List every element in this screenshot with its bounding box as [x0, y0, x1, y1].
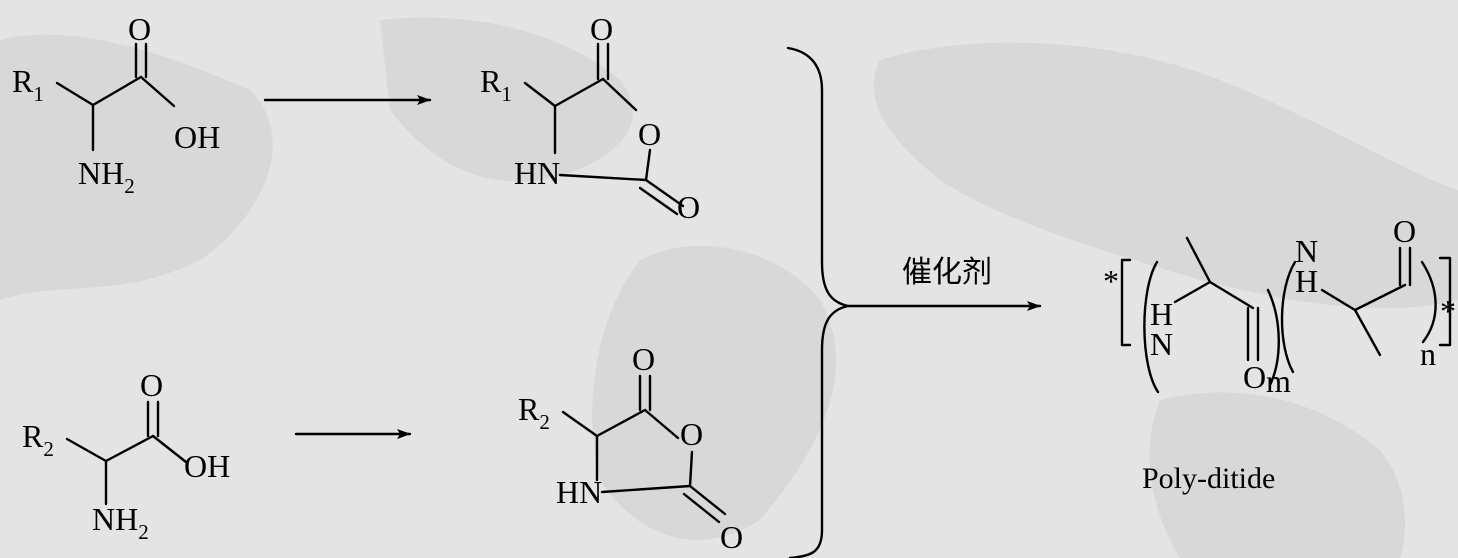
nca-1: R1 O O HN O [480, 11, 700, 225]
polymer-name: Poly-ditide [1142, 462, 1275, 495]
nca1-ring-n: HN [514, 155, 560, 191]
reactant-2: R2 O OH NH2 [22, 367, 230, 544]
reactant2-r-label: R2 [22, 418, 54, 461]
nca2-ring-n: HN [556, 474, 602, 510]
nca2-exo-o: O [720, 519, 743, 555]
nca1-exo-o: O [677, 189, 700, 225]
catalyst-label: 催化剂 [902, 255, 992, 290]
nca1-ring-o: O [638, 116, 661, 152]
nca2-carbonyl-o: O [632, 341, 655, 377]
reactant2-amine: NH2 [92, 501, 149, 544]
polymer-nh1-n: N [1150, 326, 1173, 362]
nca2-ring-o: O [680, 416, 703, 452]
nca2-r-label: R2 [518, 391, 550, 434]
polymer-o2: O [1393, 213, 1416, 249]
polymer-repeat-m: m [1266, 363, 1291, 399]
reactant2-carbonyl-o: O [140, 367, 163, 403]
polymer-o1: O [1243, 359, 1266, 395]
reactant1-amine: NH2 [78, 155, 135, 198]
reactant2-hydroxyl: OH [184, 448, 230, 484]
nca1-r-label: R1 [480, 63, 512, 106]
reactant1-carbonyl-o: O [128, 11, 151, 47]
nca1-carbonyl-o: O [590, 11, 613, 47]
reactant1-r-label: R1 [12, 63, 44, 106]
polymer-nh1-h: H [1150, 296, 1173, 332]
nca-2: R2 O O HN O [518, 341, 743, 555]
polymer-end-left: * [1103, 263, 1119, 299]
polymer-end-right: * [1440, 293, 1456, 329]
polymer-nh2-n: N [1295, 233, 1318, 269]
background-map [0, 17, 1458, 558]
polymer-repeat-n: n [1420, 336, 1436, 372]
reactant1-hydroxyl: OH [174, 119, 220, 155]
polymer-structure: * H N O m N H O n * [1103, 213, 1456, 399]
polymer-nh2-h: H [1295, 263, 1318, 299]
reactant-1: R1 O OH NH2 [12, 11, 220, 198]
